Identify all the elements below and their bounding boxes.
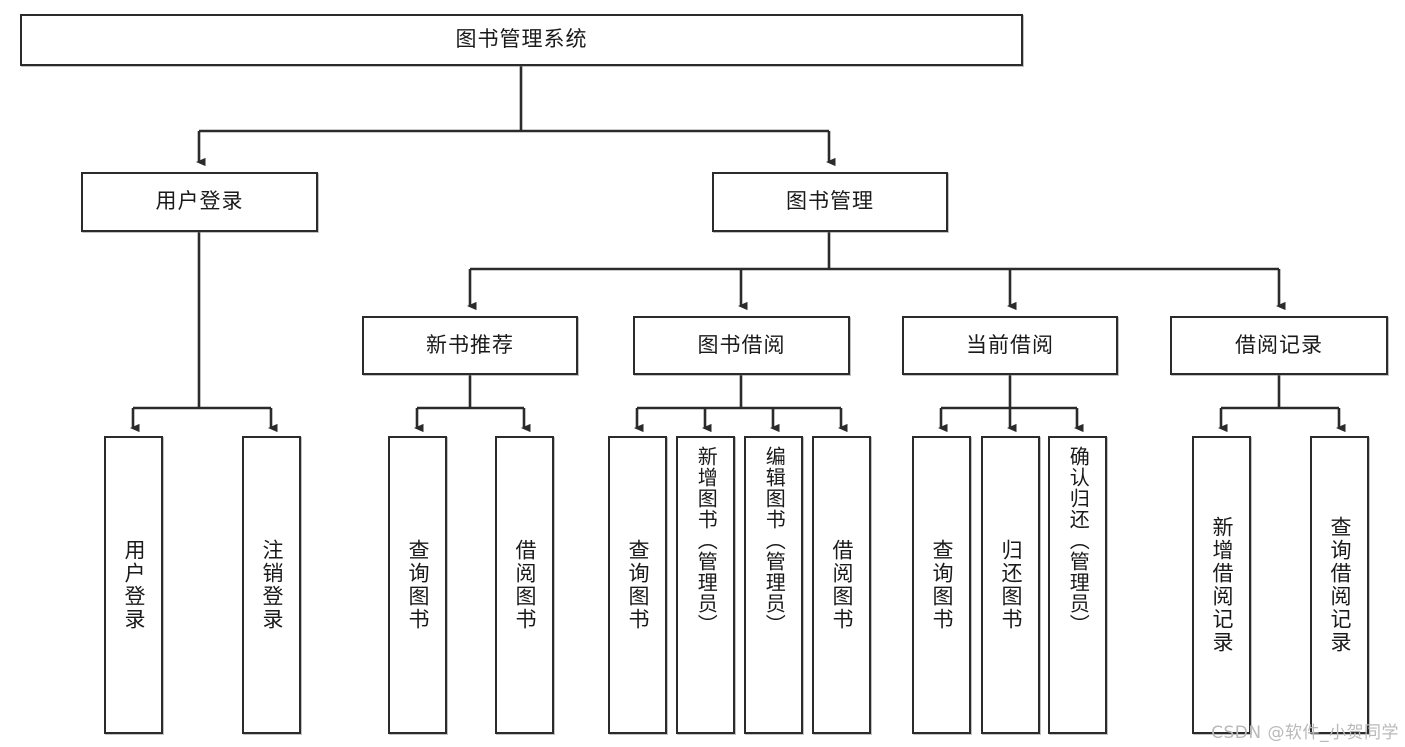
node-label: 当前借阅: [966, 332, 1054, 357]
node-book-borrow[interactable]: 图书借阅: [633, 316, 850, 375]
node-label: 用户登录: [121, 539, 146, 631]
node-label: 图书管理: [786, 189, 874, 214]
node-label: 查询借阅记录: [1327, 516, 1352, 654]
node-borrow-record[interactable]: 借阅记录: [1170, 316, 1388, 375]
leaf-book-borrow-query[interactable]: 查询图书: [608, 436, 667, 734]
leaf-current-borrow-return[interactable]: 归还图书: [981, 436, 1040, 734]
node-label: 新书推荐: [426, 332, 514, 357]
leaf-book-borrow-add[interactable]: 新增图书（管理员）: [676, 436, 735, 734]
node-label: 查询图书: [929, 539, 954, 631]
node-label: 编辑图书（管理员）: [762, 446, 787, 635]
node-label: 查询图书: [625, 539, 650, 631]
leaf-new-book-query[interactable]: 查询图书: [388, 436, 447, 734]
node-root-system[interactable]: 图书管理系统: [20, 14, 1023, 66]
node-label: 确认归还（管理员）: [1066, 446, 1091, 635]
leaf-new-book-borrow[interactable]: 借阅图书: [495, 436, 554, 734]
node-book-management[interactable]: 图书管理: [712, 172, 948, 232]
node-new-book-recommend[interactable]: 新书推荐: [362, 316, 578, 375]
node-current-borrow[interactable]: 当前借阅: [902, 316, 1118, 375]
node-label: 借阅图书: [829, 539, 854, 631]
leaf-book-borrow-borrow[interactable]: 借阅图书: [812, 436, 871, 734]
leaf-user-login-login[interactable]: 用户登录: [104, 436, 163, 734]
node-label: 借阅记录: [1235, 332, 1323, 357]
node-label: 用户登录: [155, 189, 244, 214]
leaf-user-login-logout[interactable]: 注销登录: [242, 436, 301, 734]
node-label: 归还图书: [998, 539, 1023, 631]
leaf-current-borrow-confirm[interactable]: 确认归还（管理员）: [1048, 436, 1107, 734]
leaf-borrow-record-query[interactable]: 查询借阅记录: [1310, 436, 1369, 734]
leaf-current-borrow-query[interactable]: 查询图书: [912, 436, 971, 734]
node-user-login[interactable]: 用户登录: [81, 172, 318, 232]
csdn-watermark: CSDN @软件_小贺同学: [1211, 723, 1399, 743]
node-label: 查询图书: [405, 539, 430, 631]
node-label: 图书借阅: [697, 332, 786, 357]
leaf-book-borrow-edit[interactable]: 编辑图书（管理员）: [744, 436, 803, 734]
leaf-borrow-record-add[interactable]: 新增借阅记录: [1192, 436, 1251, 734]
node-label: 图书管理系统: [455, 27, 588, 52]
node-label: 借阅图书: [512, 539, 537, 631]
node-label: 新增图书（管理员）: [694, 446, 719, 635]
node-label: 新增借阅记录: [1209, 516, 1234, 654]
node-label: 注销登录: [259, 539, 284, 631]
